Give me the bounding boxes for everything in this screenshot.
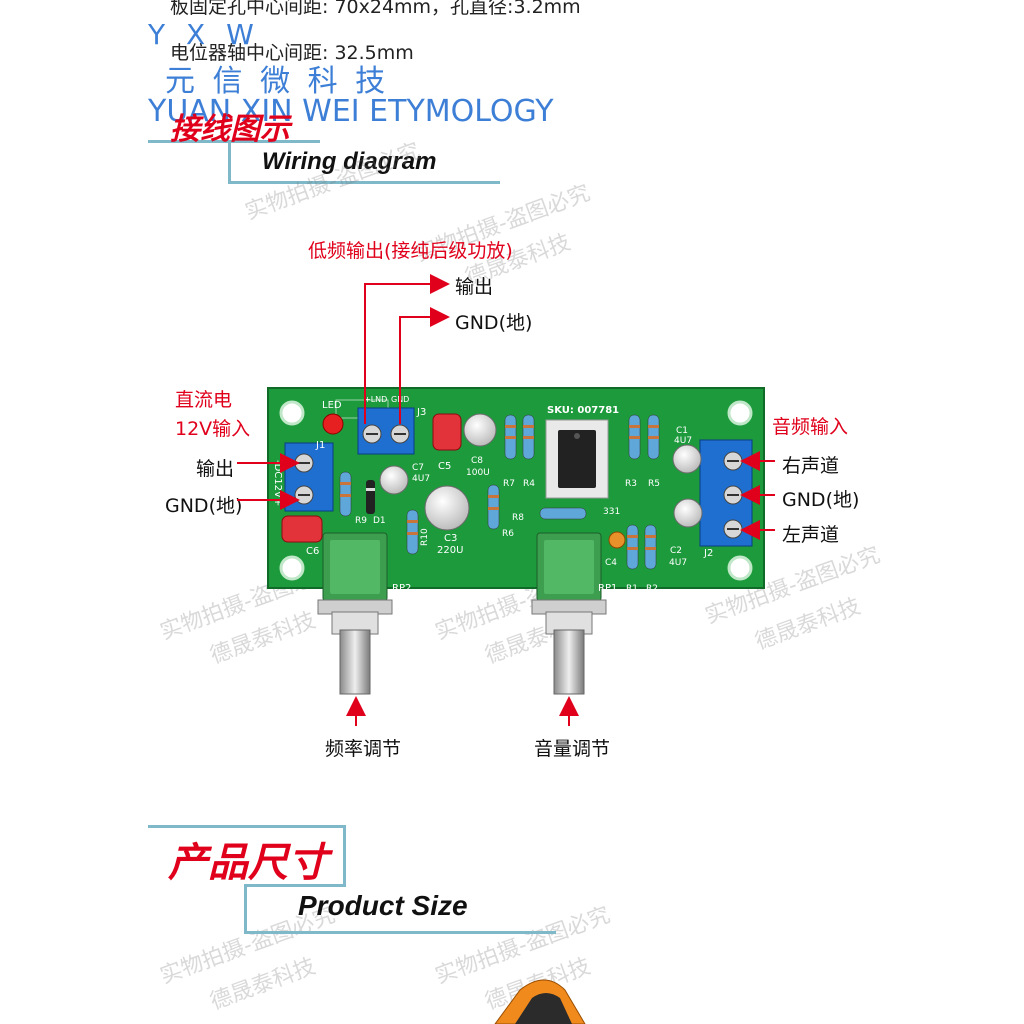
pcb-c6: C6 [306, 546, 319, 557]
pcb-j1: J1 [315, 440, 325, 451]
pcb-c7: C7 [412, 463, 424, 473]
brand-letters: Y X W [148, 18, 260, 51]
pcb-rp2: RP2 [392, 583, 411, 594]
wiring-header-bar-side [228, 140, 231, 184]
pcb-r9: R9 [355, 516, 367, 526]
size-header-bar-mid [244, 884, 346, 887]
pcb-r5: R5 [648, 479, 660, 489]
label-right-channel: 右声道 [782, 455, 840, 477]
pcb-c3-value: 220U [437, 545, 463, 556]
pcb-led: LED [322, 400, 342, 411]
label-output-top: 输出 [455, 276, 494, 298]
pcb-r10: R10 [420, 528, 430, 546]
brand-cn: 元 信 微 科 技 [165, 64, 390, 99]
pcb-r4: R4 [523, 479, 535, 489]
pcb-c2-value: 4U7 [669, 558, 687, 568]
terminal-j3 [357, 407, 415, 455]
wiring-arrows [237, 274, 775, 726]
pcb-c1: C1 [676, 426, 688, 436]
potentiometer-rp1 [531, 532, 607, 695]
pcb-lnd-out: +LND [364, 395, 387, 404]
label-frequency-adjust: 频率调节 [325, 738, 402, 760]
label-gnd-top: GND(地) [455, 312, 533, 334]
pcb-r6: R6 [502, 529, 514, 539]
capacitor-c4 [608, 531, 626, 549]
led-indicator [322, 413, 344, 435]
size-header-bar-side [244, 884, 247, 934]
label-volume-adjust: 音量调节 [534, 738, 611, 760]
pcb-dc12v: -DC12V+ [272, 460, 283, 506]
capacitor-c2 [673, 498, 703, 528]
pcb-j3: J3 [416, 407, 426, 418]
label-low-freq-output: 低频输出(接纯后级功放) [308, 240, 513, 262]
size-header-bar-top [148, 825, 346, 828]
wiring-header-bar-bottom [228, 181, 500, 184]
pcb-r8: R8 [512, 513, 524, 523]
capacitor-c3 [424, 485, 470, 531]
pcb-c4: C4 [605, 558, 617, 568]
pcb-c8-value: 100U [466, 468, 490, 478]
pcb-c2: C2 [670, 546, 682, 556]
label-gnd-right: GND(地) [782, 489, 860, 511]
pcb-c8: C8 [471, 456, 483, 466]
label-left-channel: 左声道 [782, 524, 840, 546]
pcb-c5: C5 [438, 461, 451, 472]
capacitor-c7 [379, 465, 409, 495]
diode-d1 [366, 480, 375, 514]
pcb-c1-value: 4U7 [674, 436, 692, 446]
label-output-left: 输出 [196, 458, 235, 480]
pcb-r3: R3 [625, 479, 637, 489]
capacitor-c8 [463, 413, 497, 447]
capacitor-c6 [281, 515, 323, 543]
potentiometer-rp2 [317, 532, 393, 695]
pcb-rp1: RP1 [598, 583, 617, 594]
wiring-title-en: Wiring diagram [262, 148, 437, 175]
label-audio-input: 音频输入 [772, 416, 849, 438]
mounting-holes [279, 400, 753, 581]
capacitor-c5 [432, 413, 462, 451]
label-dc-input-1: 直流电 [175, 389, 233, 411]
wiring-title-cn: 接线图示 [170, 112, 290, 147]
orange-knob-partial [494, 979, 586, 1024]
wiring-header-bar-top [148, 140, 320, 143]
pcb-r2: R2 [646, 584, 658, 594]
ic-chip [545, 419, 609, 499]
label-dc-input-2: 12V输入 [175, 418, 251, 440]
pcb-331: 331 [603, 507, 620, 517]
pcb-d1: D1 [373, 516, 386, 526]
size-title-en: Product Size [298, 890, 468, 921]
brand-en: YUAN XIN WEI ETYMOLOGY [148, 94, 554, 129]
capacitor-c1 [672, 444, 702, 474]
size-header-bar-right [343, 825, 346, 887]
pcb-c7-value: 4U7 [412, 474, 430, 484]
spec-hole-spacing: 板固定孔中心间距: 70x24mm，孔直径:3.2mm [170, 0, 581, 18]
pcb-j2: J2 [703, 548, 713, 559]
pcb-c3: C3 [444, 533, 457, 544]
spec-shaft-spacing: 电位器轴中心间距: 32.5mm [170, 42, 414, 64]
size-header-bar-bottom [244, 931, 556, 934]
pcb-r7: R7 [503, 479, 515, 489]
label-gnd-left: GND(地) [165, 495, 243, 517]
pcb-sku: SKU: 007781 [547, 405, 619, 416]
pcb-r1: R1 [626, 584, 638, 594]
size-title-cn: 产品尺寸 [168, 840, 328, 886]
